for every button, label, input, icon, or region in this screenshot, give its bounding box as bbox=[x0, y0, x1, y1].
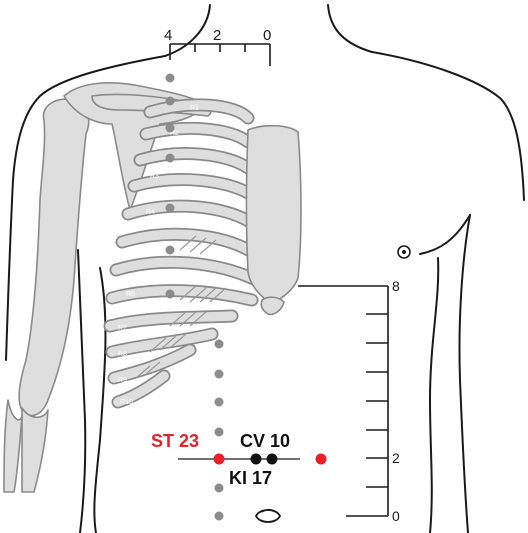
radius bbox=[22, 408, 48, 492]
neck-right bbox=[328, 5, 372, 52]
side-scale: 8 2 0 bbox=[298, 278, 400, 524]
rib-label: R8 bbox=[118, 351, 127, 358]
label-st23: ST 23 bbox=[151, 431, 199, 451]
top-scale: 4 2 0 bbox=[164, 27, 271, 66]
grey-point bbox=[215, 512, 224, 521]
ki17-point-right bbox=[267, 454, 278, 465]
rib-label: R4 bbox=[146, 209, 155, 216]
left-arm-inner bbox=[78, 250, 85, 533]
rib-label: R7 bbox=[118, 325, 127, 332]
right-flank bbox=[430, 258, 438, 533]
label-cv10: CV 10 bbox=[240, 431, 290, 451]
side-scale-label-0: 0 bbox=[392, 508, 400, 524]
navel-icon bbox=[256, 510, 280, 522]
grey-point bbox=[215, 398, 224, 407]
grey-point bbox=[166, 204, 175, 213]
st23-point-left bbox=[214, 454, 225, 465]
nipple-icon bbox=[398, 246, 410, 258]
grey-point bbox=[215, 340, 224, 349]
top-scale-tick-4: 4 bbox=[164, 27, 172, 44]
ki17-point-left bbox=[251, 454, 262, 465]
grey-point bbox=[166, 74, 175, 83]
rib-label: R1 bbox=[190, 105, 199, 112]
rib-label: R9 bbox=[118, 377, 127, 384]
grey-point bbox=[215, 484, 224, 493]
side-scale-label-2: 2 bbox=[392, 450, 400, 466]
grey-point bbox=[166, 290, 175, 299]
top-scale-tick-0: 0 bbox=[263, 27, 271, 44]
grey-point bbox=[215, 428, 224, 437]
right-arm-inner bbox=[459, 215, 470, 533]
side-scale-label-8: 8 bbox=[392, 278, 400, 294]
rib-label: R6 bbox=[126, 291, 135, 298]
rib-label: R10 bbox=[120, 399, 133, 406]
rib-label: R5 bbox=[132, 253, 141, 260]
left-flank bbox=[94, 268, 105, 533]
grey-point bbox=[166, 124, 175, 133]
st23-point-right bbox=[316, 454, 327, 465]
label-ki17: KI 17 bbox=[229, 468, 272, 488]
right-pec-line bbox=[420, 215, 470, 254]
top-scale-tick-2: 2 bbox=[213, 27, 221, 44]
right-shoulder bbox=[372, 52, 524, 200]
ulna bbox=[4, 400, 22, 492]
sternum bbox=[247, 126, 302, 304]
xiphoid bbox=[261, 297, 284, 314]
grey-point bbox=[166, 154, 175, 163]
grey-point bbox=[166, 246, 175, 255]
rib-label: R3 bbox=[150, 173, 159, 180]
grey-point bbox=[215, 370, 224, 379]
grey-point bbox=[166, 97, 175, 106]
